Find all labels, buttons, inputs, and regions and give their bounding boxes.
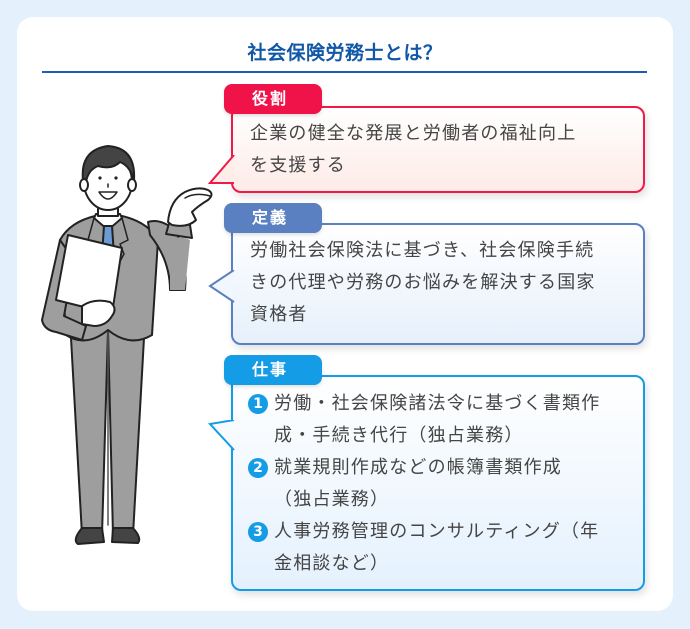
work-bubble: 1 労働・社会保険諸法令に基づく書類作 成・手続き代行（独占業務） 2 就業規則… [208, 375, 645, 591]
work-list: 1 労働・社会保険諸法令に基づく書類作 成・手続き代行（独占業務） 2 就業規則… [233, 377, 643, 580]
text-line: 成・手続き代行（独占業務） [274, 425, 524, 446]
definition-label: 定義 [224, 203, 322, 233]
bubble-pointer [208, 155, 235, 187]
text-line: を支援する [250, 155, 346, 176]
businessman-illustration [20, 130, 230, 550]
role-label: 役割 [224, 84, 322, 114]
definition-text: 労働社会保険法に基づき、社会保険手続 きの代理や労務のお悩みを解決する国家 資格… [233, 225, 643, 331]
role-bubble: 企業の健全な発展と労働者の福祉向上 を支援する [208, 106, 645, 193]
bubble-pointer [208, 270, 235, 303]
text-line: 就業規則作成などの帳簿書類作成 [274, 457, 562, 478]
number-badge-icon: 2 [248, 458, 268, 478]
text-line: 労働社会保険法に基づき、社会保険手続 [250, 240, 595, 261]
text-line: 金相談など） [274, 553, 390, 574]
title-divider [42, 71, 647, 73]
page-title: 社会保険労務士とは？ [247, 42, 443, 64]
text-line: 人事労務管理のコンサルティング（年 [274, 521, 600, 542]
text-line: （独占業務） [274, 489, 390, 510]
work-label: 仕事 [224, 355, 322, 385]
list-item: 1 労働・社会保険諸法令に基づく書類作 成・手続き代行（独占業務） [248, 388, 643, 452]
definition-bubble: 労働社会保険法に基づき、社会保険手続 きの代理や労務のお悩みを解決する国家 資格… [208, 223, 645, 345]
text-line: きの代理や労務のお悩みを解決する国家 [250, 272, 596, 293]
role-text: 企業の健全な発展と労働者の福祉向上 を支援する [233, 108, 643, 182]
text-line: 労働・社会保険諸法令に基づく書類作 [274, 393, 601, 414]
bubble-pointer [208, 420, 235, 452]
list-item: 2 就業規則作成などの帳簿書類作成 （独占業務） [248, 452, 643, 516]
number-badge-icon: 3 [248, 522, 268, 542]
text-line: 資格者 [250, 304, 308, 325]
list-item: 3 人事労務管理のコンサルティング（年 金相談など） [248, 516, 643, 580]
text-line: 企業の健全な発展と労働者の福祉向上 [250, 123, 577, 144]
number-badge-icon: 1 [248, 394, 268, 414]
